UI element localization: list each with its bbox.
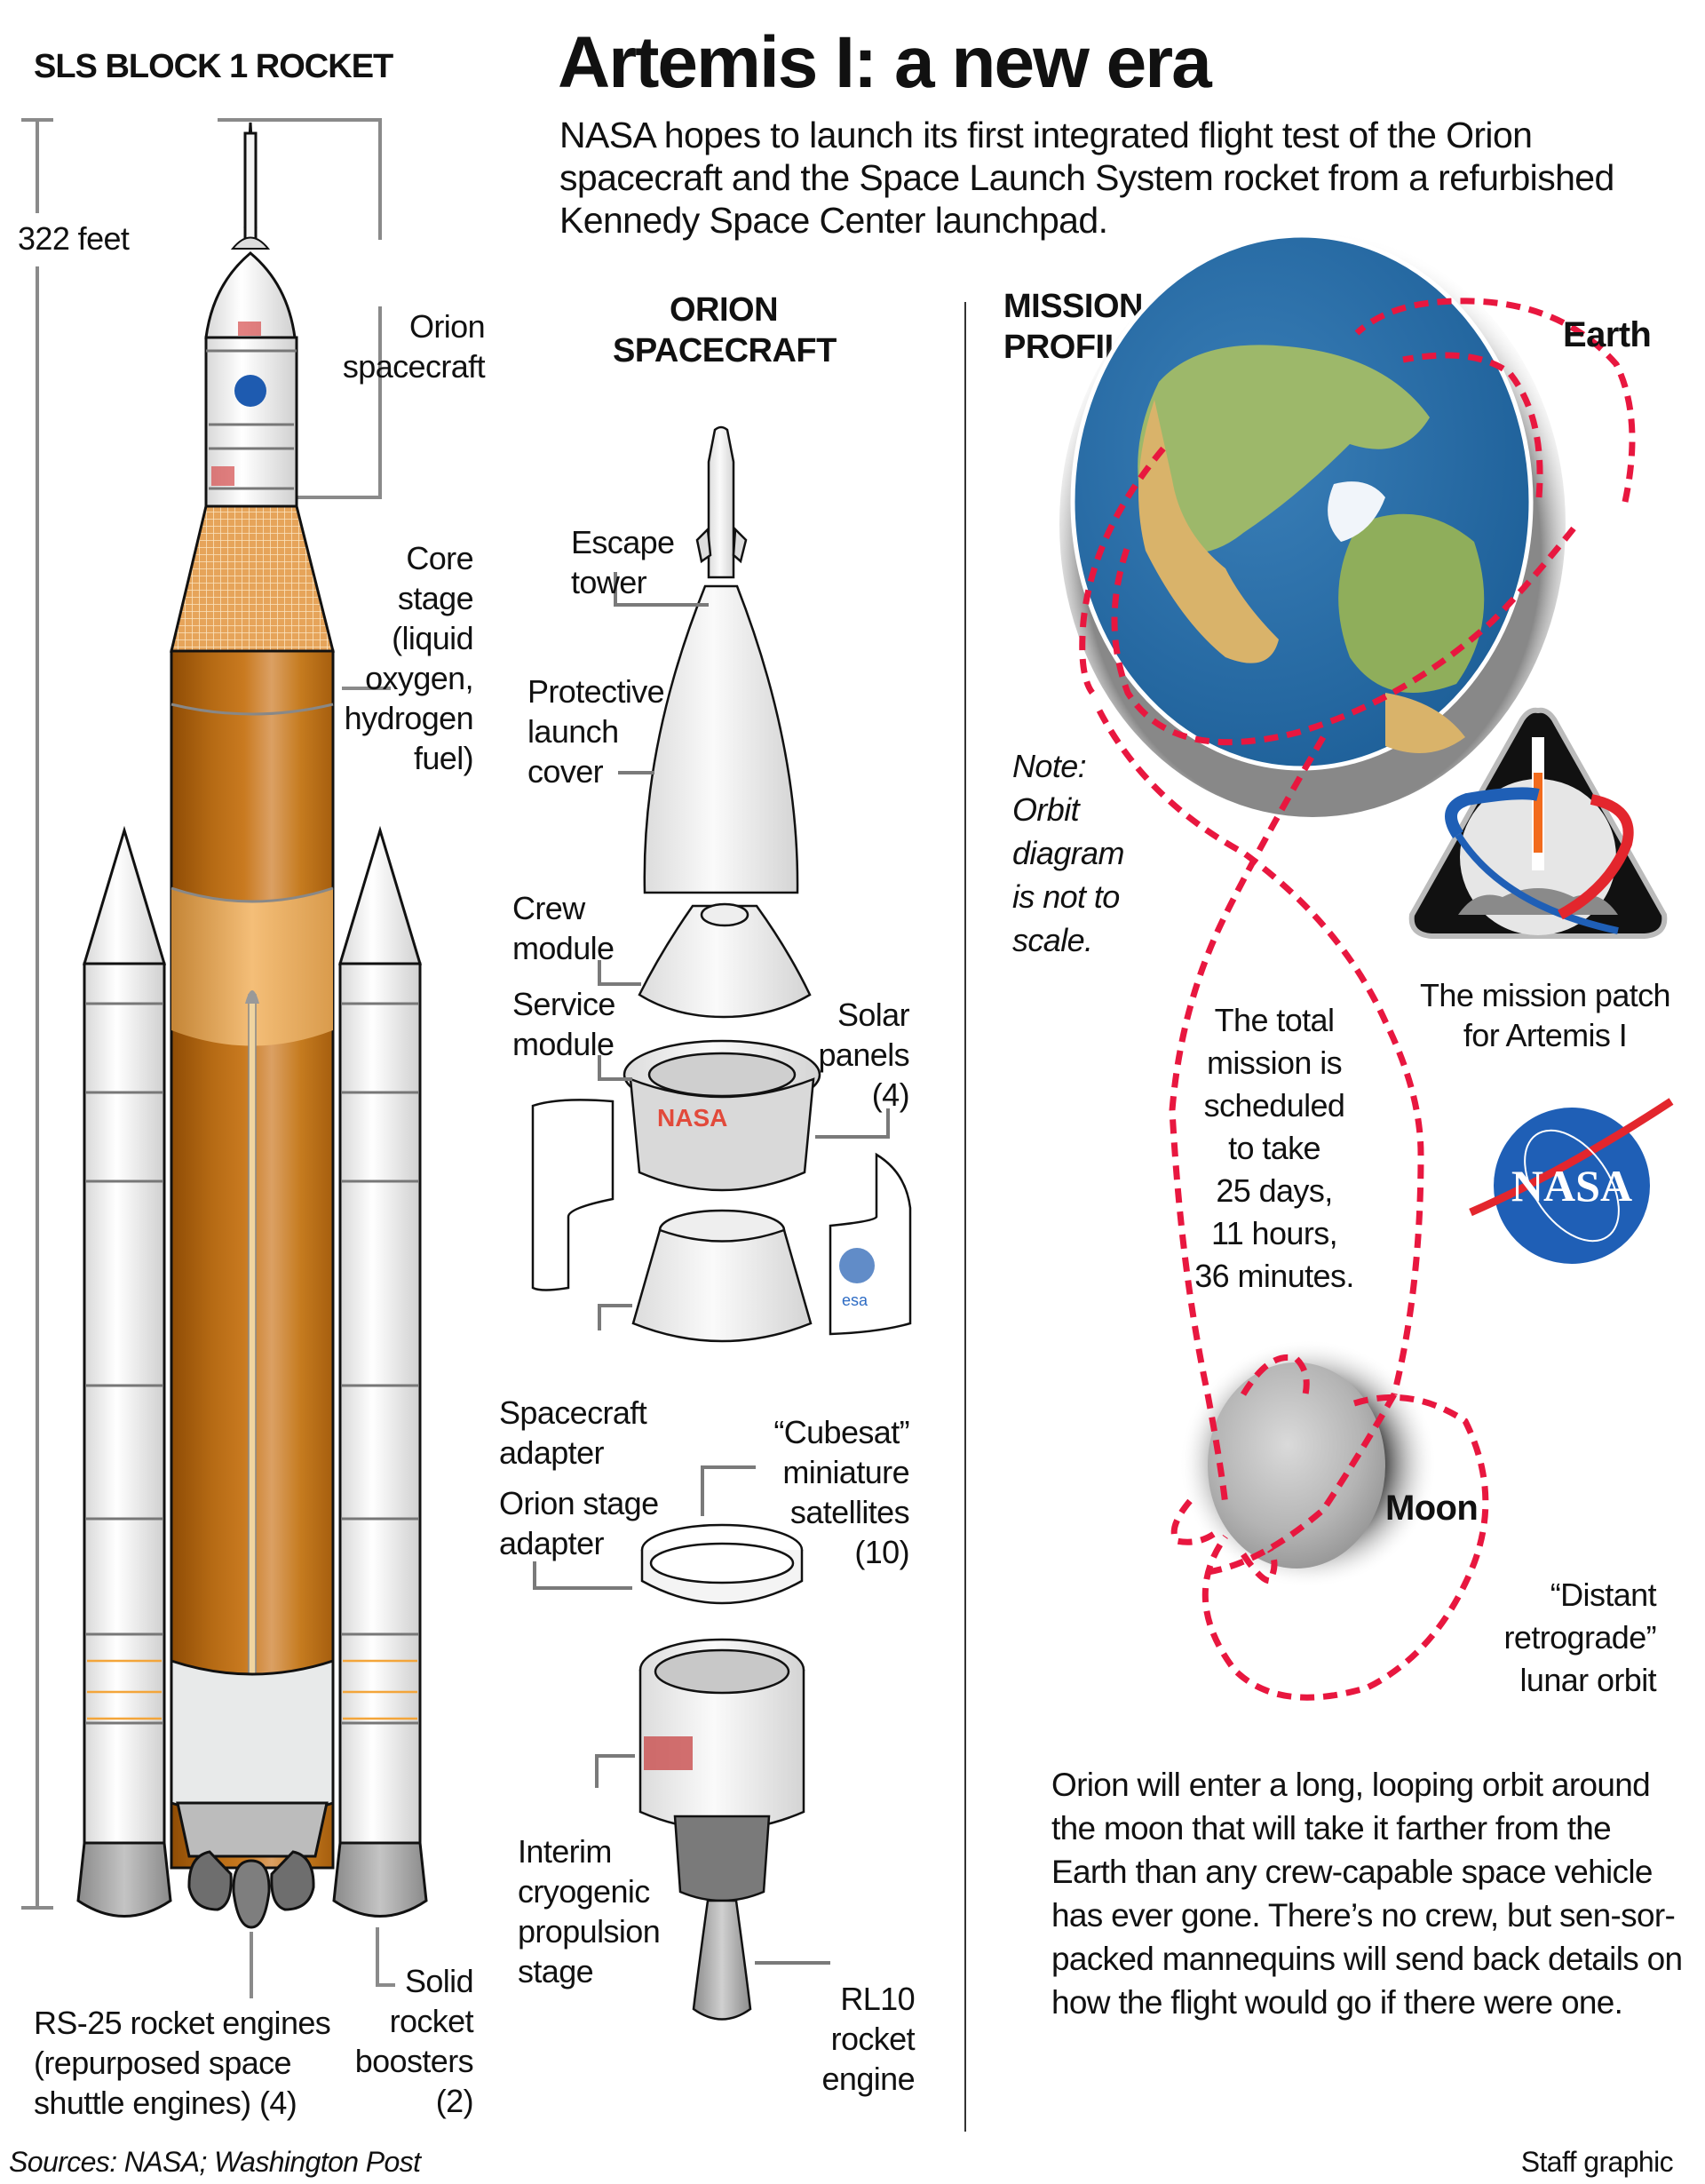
label-spacecraft-adapter: Spacecraft adapter xyxy=(499,1394,647,1471)
nasa-logo: NASA xyxy=(1469,1098,1674,1264)
rocket-section-title: SLS BLOCK 1 ROCKET xyxy=(34,48,393,85)
solar-panel-right xyxy=(829,1152,912,1336)
label-protective-launch-cover: Protective launch cover xyxy=(527,673,665,790)
label-core-stage: Core stage (liquid oxygen, hydrogen fuel… xyxy=(344,540,474,776)
mission-description: Orion will enter a long, looping orbit a… xyxy=(1051,1767,1683,2021)
nasa-worm-logo: NASA xyxy=(657,1104,727,1132)
launch-cover xyxy=(643,584,799,894)
mission-orbit-diagram xyxy=(1059,231,1636,1701)
orion-section-title: ORION SPACECRAFT xyxy=(613,291,837,369)
label-service-module: Service module xyxy=(512,986,615,1062)
rs25-engines xyxy=(187,1850,315,1929)
label-orion-stage-adapter: Orion stage adapter xyxy=(499,1485,659,1561)
esa-logo: esa xyxy=(842,1291,868,1309)
height-bracket xyxy=(21,118,53,1910)
label-solar-panels: Solar panels (4) xyxy=(818,997,910,1113)
rl10-engine xyxy=(692,1899,752,2021)
artemis-mission-patch xyxy=(1408,707,1668,939)
page-title: Artemis I: a new era xyxy=(558,22,1212,103)
label-rl10-engine: RL10 rocket engine xyxy=(821,1981,915,2097)
sls-rocket-illustration xyxy=(21,118,428,1998)
label-orion-spacecraft: Orion spacecraft xyxy=(342,308,486,385)
mission-duration-text: The total mission is scheduled to take 2… xyxy=(1194,1002,1354,1294)
nasa-logo-text: NASA xyxy=(1511,1161,1632,1211)
crew-module xyxy=(638,904,812,1019)
label-escape-tower: Escape tower xyxy=(571,524,675,600)
spacecraft-adapter xyxy=(631,1228,813,1343)
solar-panel-left xyxy=(531,1099,615,1291)
moon xyxy=(1208,1362,1385,1569)
dro-label: “Distant retrograde” lunar orbit xyxy=(1503,1576,1657,1698)
label-crew-module: Crew module xyxy=(512,890,615,966)
sources-credit: Sources: NASA; Washington Post xyxy=(9,2146,421,2178)
escape-tower xyxy=(707,425,735,579)
mission-patch-caption: The mission patch for Artemis I xyxy=(1420,977,1671,1053)
earth-label: Earth xyxy=(1563,315,1652,354)
label-rs25-engines: RS-25 rocket engines (repurposed space s… xyxy=(34,2005,331,2121)
orbit-path xyxy=(1079,298,1636,1701)
moon-label: Moon xyxy=(1385,1489,1479,1528)
staff-graphic-credit: Staff graphic xyxy=(1520,2146,1674,2178)
label-solid-rocket-boosters: Solid rocket boosters (2) xyxy=(354,1963,474,2119)
solid-rocket-boosters xyxy=(76,825,428,1918)
label-icps: Interim cryogenic propulsion stage xyxy=(518,1833,661,1989)
column-divider xyxy=(964,302,966,2132)
orbit-scale-note: Note: Orbit diagram is not to scale. xyxy=(1012,748,1124,958)
page-subtitle: NASA hopes to launch its first integrate… xyxy=(559,115,1614,241)
orion-exploded-illustration: NASA esa xyxy=(531,425,912,2021)
height-label: 322 feet xyxy=(18,220,130,257)
label-cubesats: “Cubesat” miniature satellites (10) xyxy=(773,1414,909,1570)
